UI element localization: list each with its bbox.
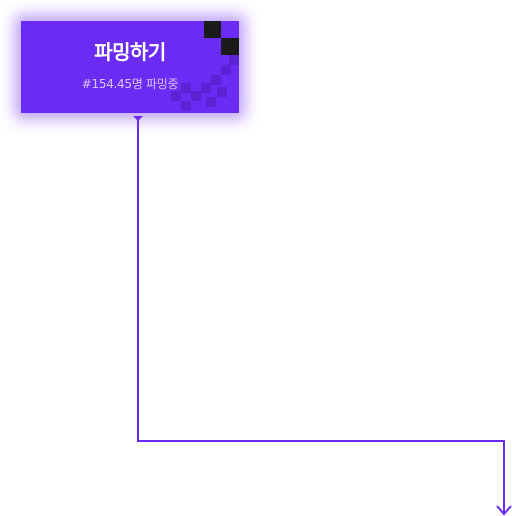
farming-count-text: #154.45명 파밍중 — [81, 77, 179, 91]
farming-cta-button[interactable]: 파밍하기 #154.45명 파밍중 — [21, 21, 239, 113]
arrow-down-icon — [496, 505, 512, 516]
cta-title: 파밍하기 — [94, 40, 166, 64]
pixel-pattern-decoration — [171, 21, 239, 111]
corner-pixel-icon — [204, 21, 239, 55]
connector-notch-icon — [133, 116, 143, 121]
